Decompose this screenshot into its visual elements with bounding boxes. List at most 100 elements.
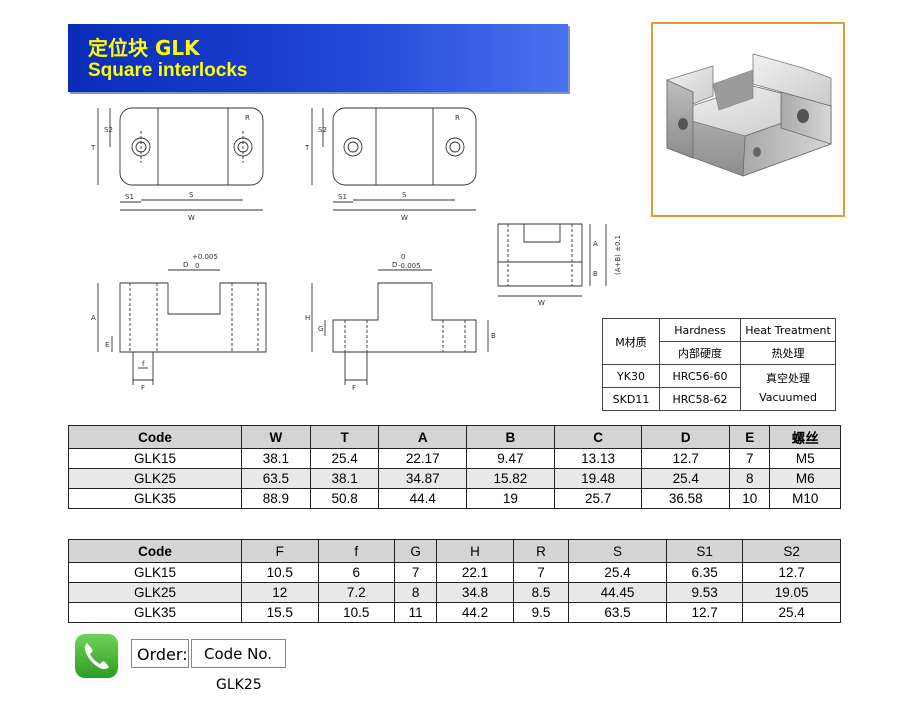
table-cell: 19 (466, 488, 555, 509)
dim-S2: S2 (104, 126, 113, 134)
spec-table-1: Code W T A B C D E 螺丝 GLK15 38.1 25.4 22… (68, 425, 841, 509)
table-cell: M6 (769, 468, 841, 489)
table-row: GLK35 88.9 50.8 44.4 19 25.7 36.58 10 M1… (68, 488, 841, 509)
table-cell: GLK15 (68, 448, 242, 469)
header-cell: Code (68, 539, 242, 563)
table-cell: 9.53 (665, 582, 744, 603)
header-cell: H (436, 539, 514, 563)
material-table: M材质 Hardness Heat Treatment 内部硬度 热处理 YK3… (602, 318, 836, 411)
header-cell: W (241, 425, 311, 449)
table-cell: 10.5 (317, 602, 396, 623)
table-cell: 12.7 (641, 448, 731, 469)
header-cell: T (309, 425, 380, 449)
heat-value-cn: 真空处理 (766, 371, 810, 385)
table-row: GLK15 10.5 6 7 22.1 7 25.4 6.35 12.7 (68, 562, 841, 583)
assembled-view (497, 223, 583, 287)
table-cell: 13.13 (553, 448, 643, 469)
front-view-b (332, 282, 477, 353)
table-row: GLK25 12 7.2 8 34.8 8.5 44.45 9.53 19.05 (68, 582, 841, 603)
table-cell: 44.2 (436, 602, 514, 623)
table-cell: 12.7 (742, 562, 841, 583)
table-cell: 9.5 (512, 602, 570, 623)
order-example: GLK25 (216, 677, 262, 693)
title-cn: 定位块 GLK (88, 36, 200, 60)
table-cell: 7.2 (317, 582, 396, 603)
dim-AB: (A+B) ±0.1 (614, 235, 622, 275)
top-view-a (119, 107, 264, 186)
table-row: GLK35 15.5 10.5 11 44.2 9.5 63.5 12.7 25… (68, 602, 841, 623)
product-image (651, 22, 845, 217)
dim-H: H (305, 314, 310, 322)
table-cell: 15.5 (241, 602, 319, 623)
dim-T-b: T (304, 144, 310, 152)
table-cell: 10 (729, 488, 771, 509)
header-cell: G (394, 539, 438, 563)
table-row: GLK25 63.5 38.1 34.87 15.82 19.48 25.4 8… (68, 468, 841, 489)
dim-S2-b: S2 (318, 126, 327, 134)
dim-A-c: A (593, 240, 598, 248)
table-cell: 25.4 (309, 448, 380, 469)
table-cell: 38.1 (309, 468, 380, 489)
table-cell: 15.82 (466, 468, 555, 489)
table-cell: 34.87 (378, 468, 468, 489)
dim-S1-b: S1 (338, 193, 347, 201)
table-cell: 50.8 (309, 488, 380, 509)
table-cell: 25.7 (553, 488, 643, 509)
header-cell: F (241, 539, 319, 563)
table-cell: 63.5 (241, 468, 311, 489)
title-en: Square interlocks (88, 60, 248, 81)
dim-D-b: D (392, 261, 397, 269)
top-view-b (332, 107, 477, 186)
header-cell: C (553, 425, 643, 449)
table-cell: 22.1 (436, 562, 514, 583)
table-cell: M5 (769, 448, 841, 469)
table-cell: 10.5 (241, 562, 319, 583)
code-no-label: Code No. (191, 639, 286, 668)
header-cell: A (378, 425, 468, 449)
table-cell: GLK25 (68, 468, 242, 489)
material-name: SKD11 (602, 387, 660, 411)
dim-G: G (318, 325, 323, 333)
material-name: YK30 (602, 364, 660, 388)
table-cell: 44.4 (378, 488, 468, 509)
hardness-cn: 内部硬度 (659, 341, 741, 365)
table-cell: 63.5 (568, 602, 667, 623)
table-cell: GLK15 (68, 562, 242, 583)
dim-A: A (91, 314, 96, 322)
header-cell: S1 (665, 539, 744, 563)
material-hrc: HRC58-62 (659, 387, 741, 411)
dim-S: S (189, 191, 194, 199)
table-cell: 19.05 (742, 582, 841, 603)
dim-W-b: W (401, 214, 408, 222)
dim-D-tol-plus: +0.005 (192, 253, 218, 261)
dim-D-tol-zero-b: 0 (401, 253, 405, 261)
header-cell: D (641, 425, 731, 449)
title-banner: 定位块 GLK Square interlocks (68, 24, 568, 92)
header-cell: B (466, 425, 555, 449)
table-cell: 6.35 (665, 562, 744, 583)
dim-W-c: W (538, 299, 545, 307)
dim-S-b: S (402, 191, 407, 199)
table-cell: M10 (769, 488, 841, 509)
material-hrc: HRC56-60 (659, 364, 741, 388)
dim-f: f (142, 360, 145, 368)
dim-R: R (245, 114, 250, 122)
table-cell: 25.4 (568, 562, 667, 583)
table-cell: 8 (394, 582, 438, 603)
header-cell: S (568, 539, 667, 563)
table-cell: 25.4 (641, 468, 731, 489)
dim-D: D (183, 261, 188, 269)
header-cell: Code (68, 425, 242, 449)
table-cell: 44.45 (568, 582, 667, 603)
header-cell: R (512, 539, 570, 563)
dim-F: F (141, 384, 145, 392)
phone-icon[interactable] (75, 634, 118, 678)
dim-D-tol-zero: 0 (195, 262, 199, 270)
header-cell: E (729, 425, 771, 449)
dim-T: T (90, 144, 96, 152)
table-cell: 25.4 (742, 602, 841, 623)
table-cell: 6 (317, 562, 396, 583)
dim-B-c: B (593, 270, 598, 278)
table-cell: 8.5 (512, 582, 570, 603)
dim-F-b: F (352, 384, 356, 392)
